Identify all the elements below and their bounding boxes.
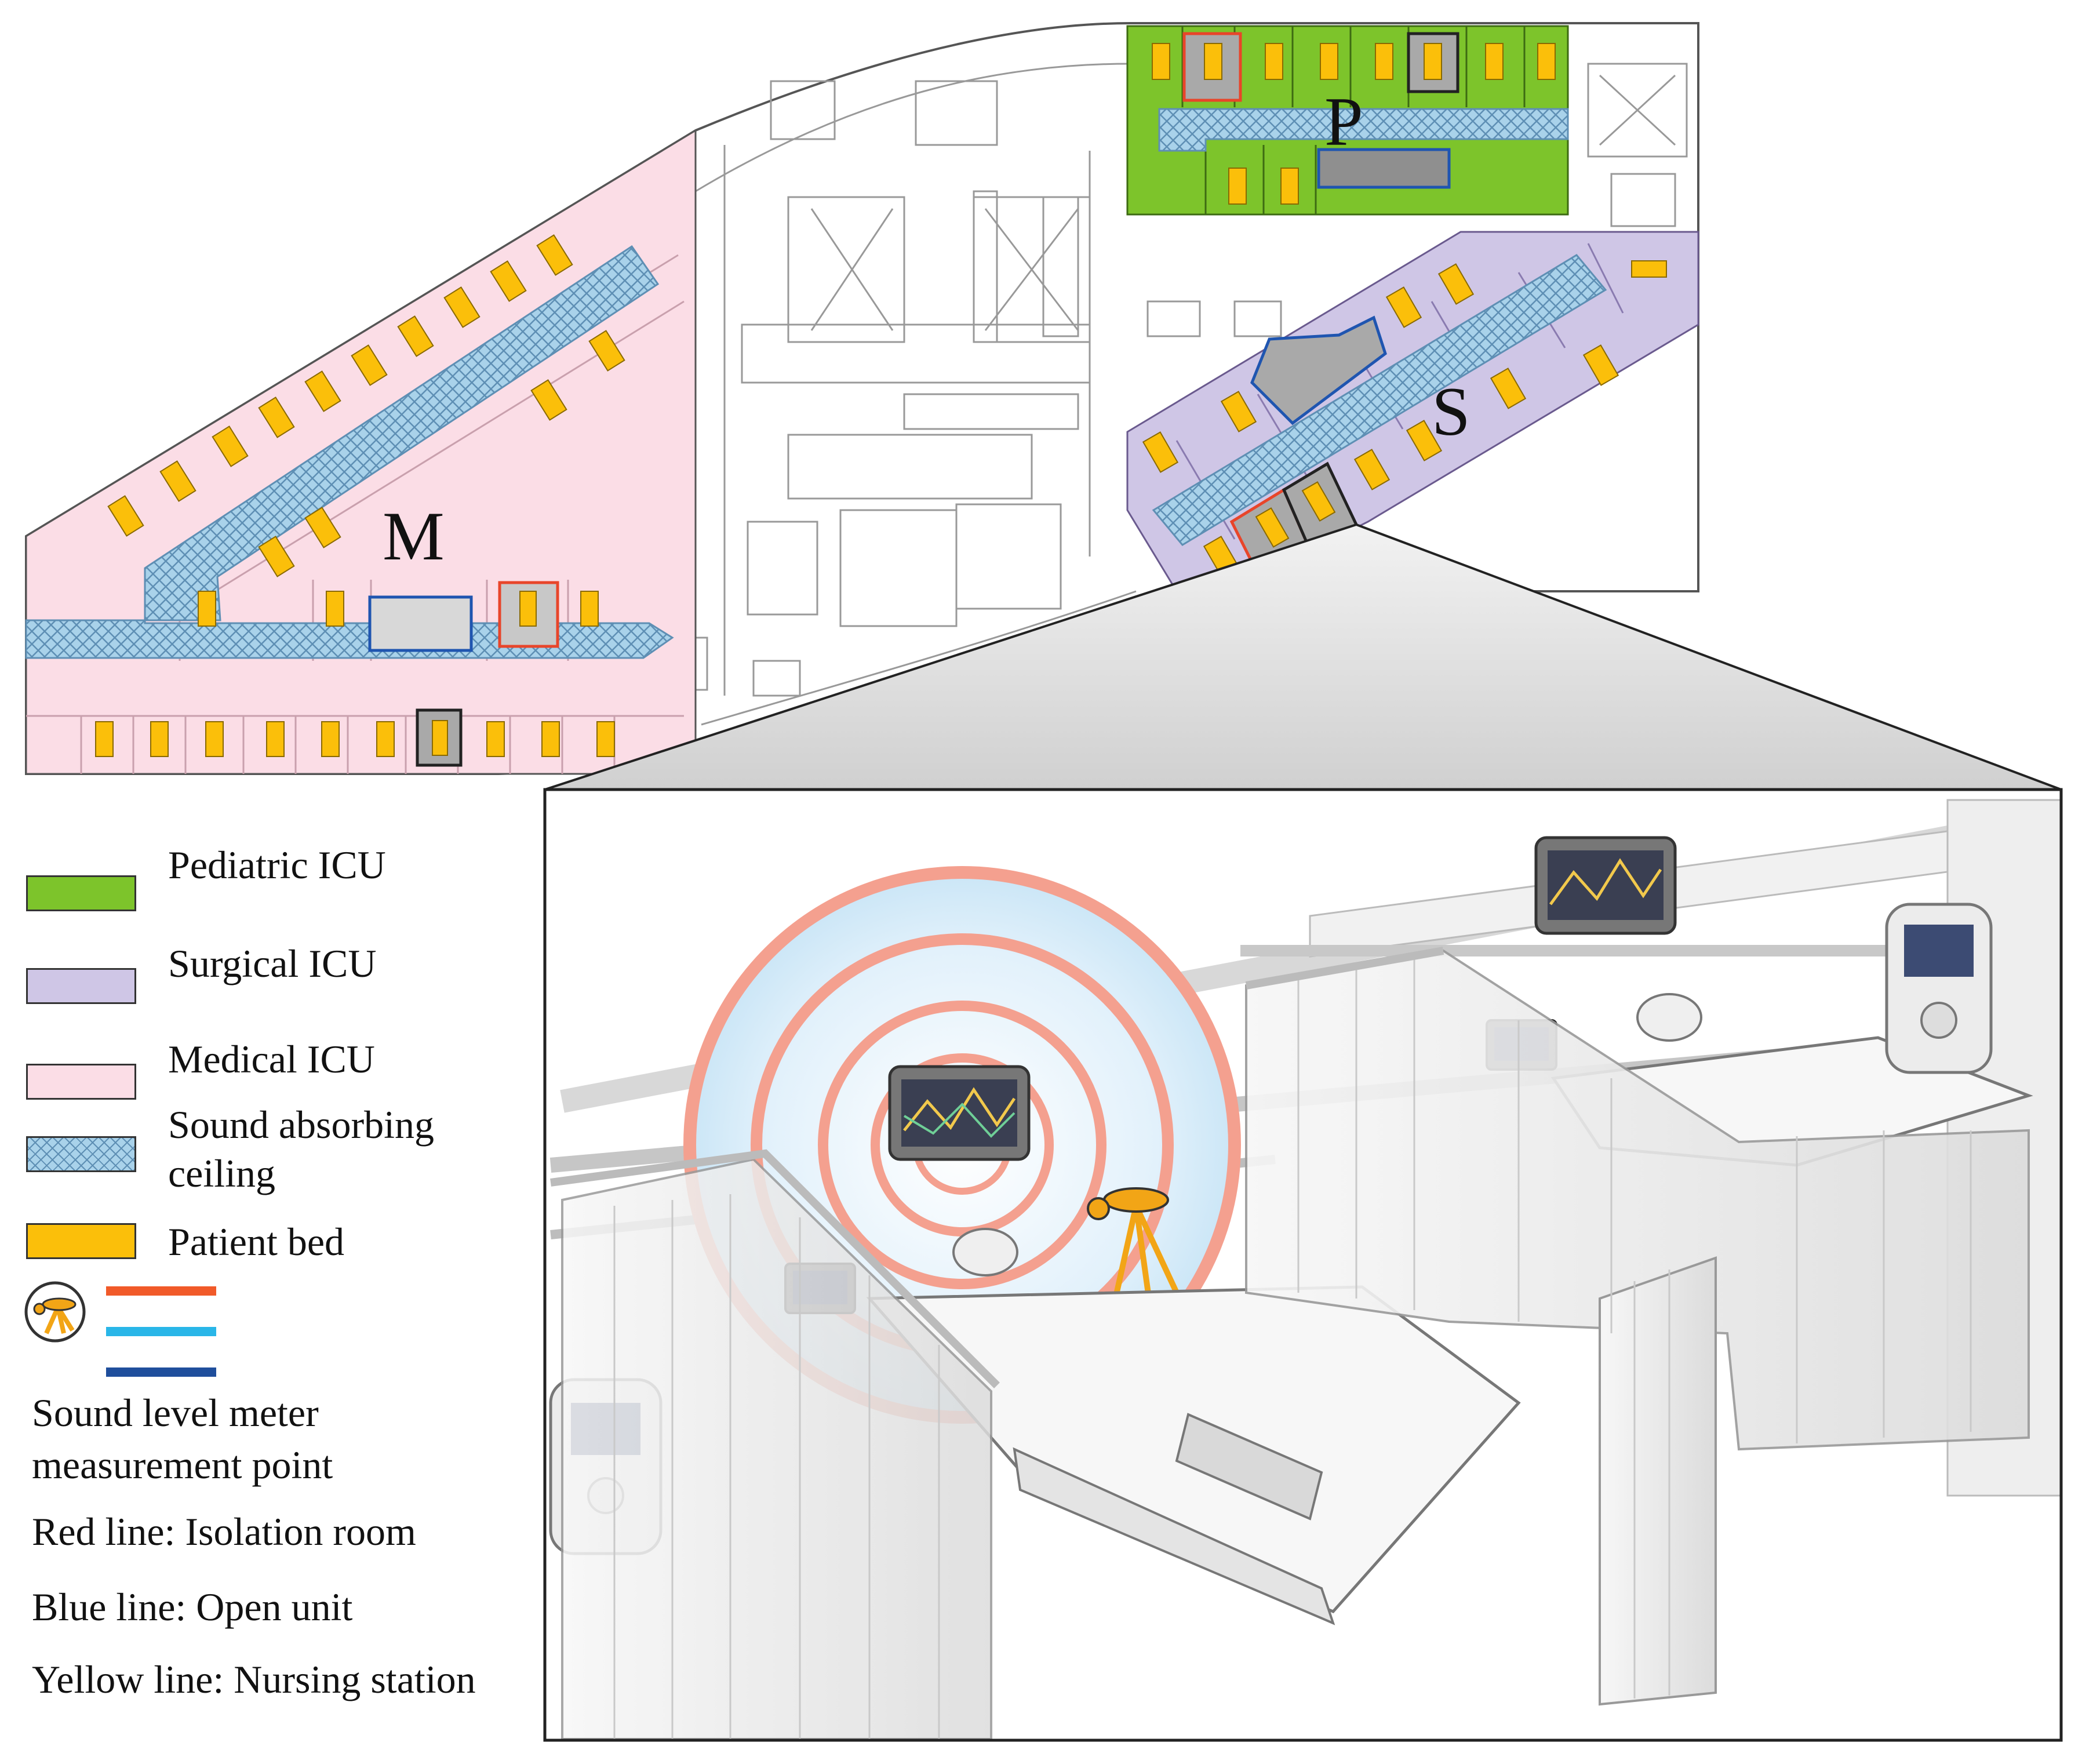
surgical-icu-beds	[1142, 260, 1667, 577]
medical-open-unit-box	[368, 595, 473, 652]
medical-zone-letter: M	[383, 497, 445, 574]
legend-label-medical: Medical ICU	[168, 1037, 375, 1081]
pediatric-open-unit-box	[1317, 148, 1451, 189]
curtain-folds	[613, 956, 1972, 1739]
wall-monitor-right	[1534, 836, 1677, 935]
legend-note-isolation: Red line: Isolation room	[32, 1510, 416, 1554]
legend-label-ceiling-line1: Sound absorbing	[168, 1103, 434, 1147]
detail-frame	[543, 788, 2063, 1742]
legend-label-bed: Patient bed	[168, 1220, 345, 1264]
pediatric-ceiling-corridor	[1158, 108, 1569, 152]
legend-label-ceiling-line2: ceiling	[168, 1151, 276, 1195]
medical-icu-beds	[95, 234, 625, 757]
meter-line-cyan	[106, 1327, 216, 1336]
legend-label-pediatric: Pediatric ICU	[168, 843, 386, 887]
legend-label-surgical: Surgical ICU	[168, 941, 377, 985]
surgical-zone-letter: S	[1432, 373, 1470, 450]
curtain-center-left	[561, 1158, 992, 1740]
surgical-open-unit-box	[1250, 315, 1387, 425]
legend-swatch-bed	[26, 1223, 136, 1259]
patient-bed-center	[866, 1228, 1521, 1625]
legend-swatch-surgical	[26, 968, 136, 1004]
pediatric-icu-beds	[1152, 43, 1556, 205]
ventilator-right	[1885, 903, 1993, 1074]
legend-note-open-unit: Blue line: Open unit	[32, 1585, 353, 1629]
legend-meter-label-line2: measurement point	[32, 1443, 333, 1487]
meter-line-red	[106, 1286, 216, 1296]
legend-meter-label-line1: Sound level meter	[32, 1391, 319, 1435]
legend-note-nursing: Yellow line: Nursing station	[32, 1657, 476, 1701]
curtain-right	[1245, 949, 2030, 1451]
wall-monitor-center	[888, 1065, 1031, 1161]
sound-level-meter-icon	[24, 1281, 86, 1343]
medical-ceiling-corridor	[25, 245, 674, 659]
icu-room-illustration	[545, 790, 2061, 1740]
curtain-front-right	[1599, 1256, 1717, 1706]
legend-swatch-medical	[26, 1064, 136, 1100]
legend-swatch-ceiling	[26, 1136, 136, 1172]
legend-swatch-pediatric	[26, 875, 136, 911]
meter-line-blue	[106, 1367, 216, 1377]
pediatric-zone-letter: P	[1324, 83, 1363, 160]
surgical-ceiling-corridor	[1152, 254, 1607, 546]
